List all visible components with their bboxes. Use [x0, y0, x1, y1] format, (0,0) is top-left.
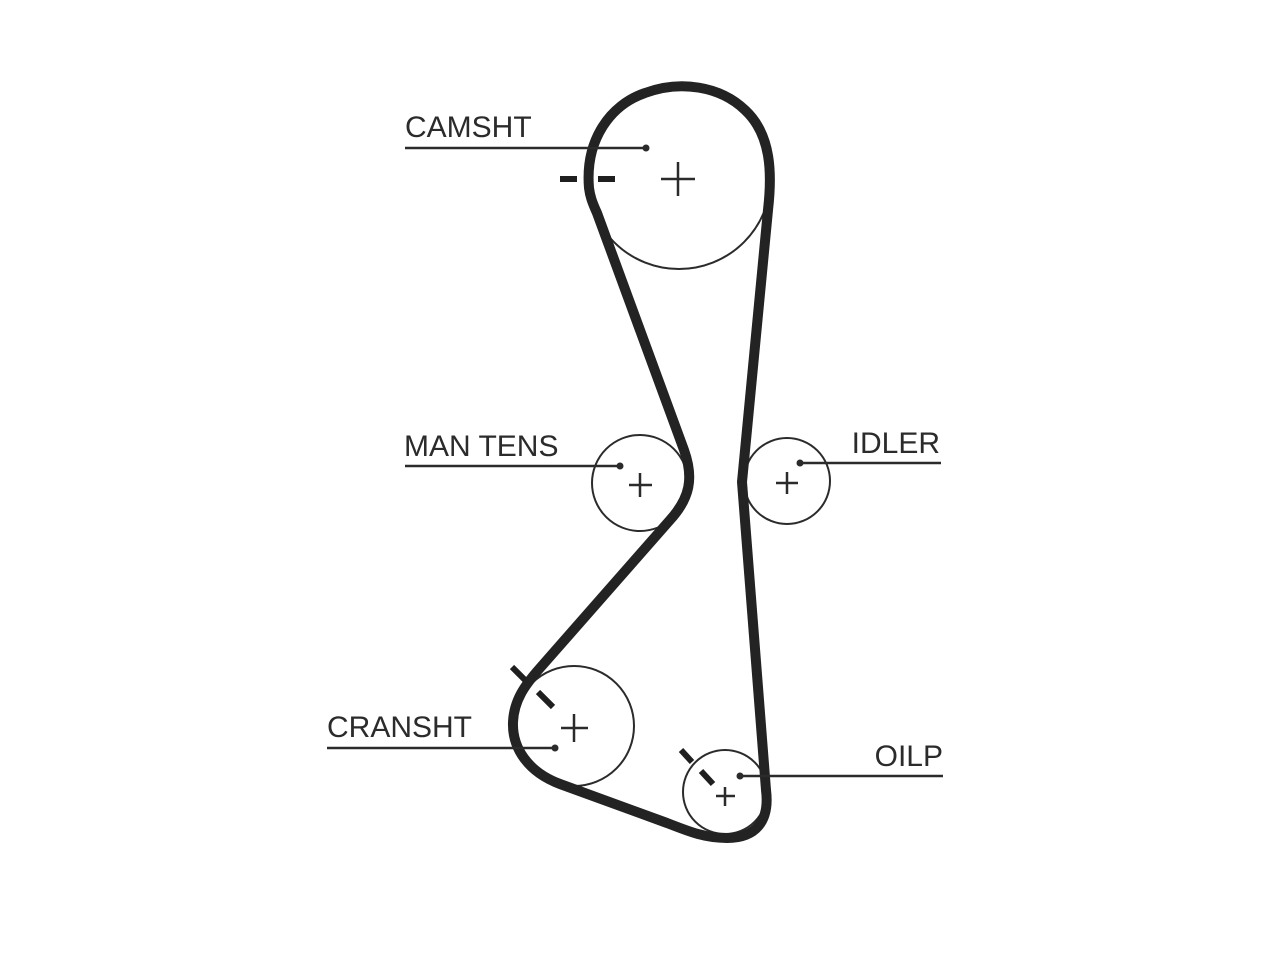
manual-tensioner-pulley — [591, 434, 689, 532]
crankshaft-timing-mark — [509, 664, 556, 710]
idler-leader — [796, 459, 941, 467]
oil-pump-timing-mark — [678, 747, 716, 787]
camshaft-label: CAMSHT — [405, 111, 532, 144]
idler-pulley — [743, 437, 831, 525]
timing-belt — [507, 81, 775, 843]
manual-tensioner-leader — [405, 462, 624, 470]
crankshaft-leader — [327, 744, 559, 752]
camshaft-leader — [405, 144, 650, 152]
crankshaft-label: CRANSHT — [327, 711, 472, 744]
oil-pump-pulley — [682, 749, 768, 835]
manual-tensioner-label: MAN TENS — [404, 430, 558, 463]
oil-pump-leader — [736, 772, 943, 780]
oil-pump-label: OILP — [875, 740, 943, 773]
idler-label: IDLER — [852, 427, 940, 460]
